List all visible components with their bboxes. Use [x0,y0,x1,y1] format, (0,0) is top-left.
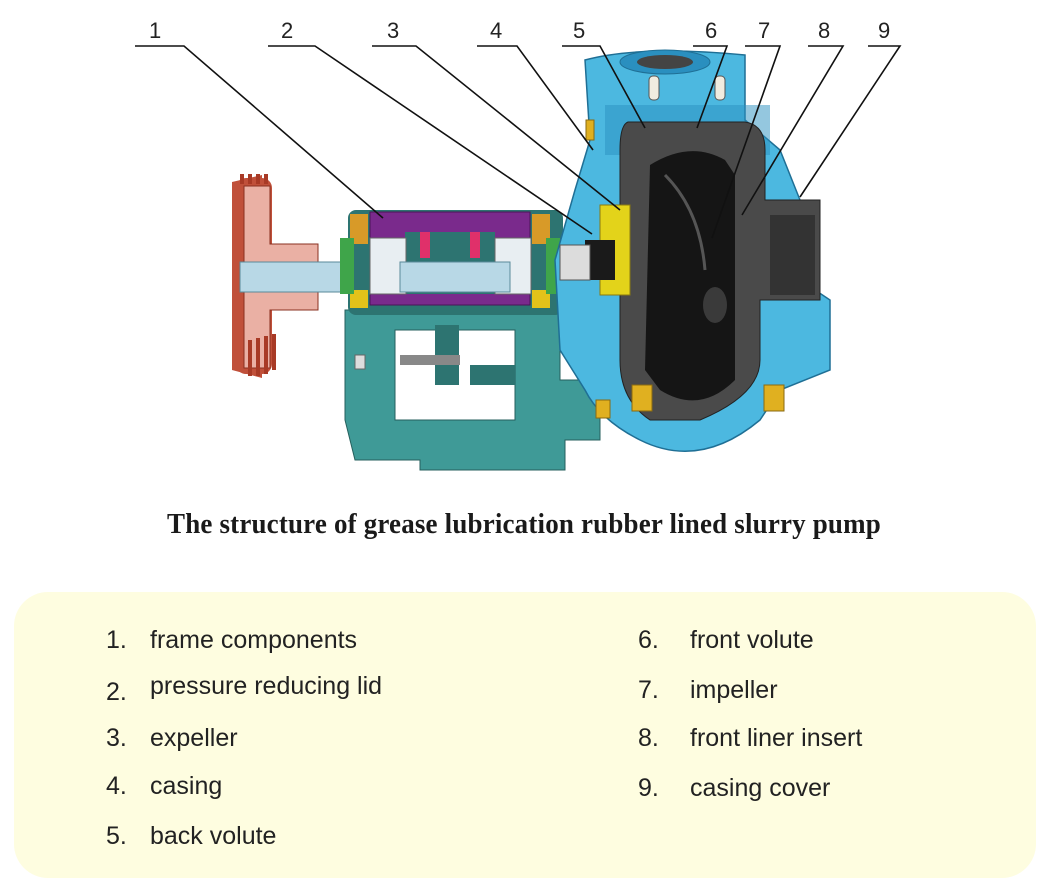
legend-item-8: 8. front liner insert [638,724,862,753]
legend-number: 5. [106,822,127,850]
legend-number: 4. [106,772,127,800]
legend-label: front liner insert [690,724,863,752]
legend-label: frame components [150,626,358,654]
callout-7: 7 [758,18,770,43]
callout-5: 5 [573,18,585,43]
legend-label: front volute [690,626,814,654]
legend-number: 7. [638,676,659,704]
callout-6: 6 [705,18,717,43]
leader-line-5 [562,45,646,129]
legend-item-1: 1. frame components [106,626,357,655]
legend-label: casing [150,772,223,800]
callout-1: 1 [149,18,161,43]
leader-line-1 [135,45,384,219]
frame-pedestal [344,309,601,471]
legend-item-6: 6. front volute [638,626,814,655]
legend-number: 8. [638,724,659,752]
callout-9: 9 [878,18,890,43]
leader-line-7 [711,45,782,239]
legend-label: casing cover [690,774,831,802]
impeller [645,151,735,401]
casing-bolts [585,119,785,419]
bearing-assembly [340,210,563,315]
legend-number: 6. [638,626,659,654]
legend-number: 2. [106,678,127,706]
legend-label: back volute [150,822,277,850]
legend-item-3: 3. expeller [106,724,238,753]
top-studs [648,75,726,101]
callout-2: 2 [281,18,293,43]
leader-line-4 [477,45,594,151]
expeller-seal [559,204,631,296]
parts-legend: 1. frame components 2. pressure reducing l… [14,592,1036,878]
legend-item-7: 7. impeller [638,676,778,705]
legend-label: expeller [150,724,238,752]
legend-label: impeller [690,676,778,704]
legend-item-4: 4. casing [106,772,222,801]
callout-3: 3 [387,18,399,43]
leader-lines [135,45,902,239]
legend-item-9: 9. casing cover [638,774,830,803]
legend-number: 9. [638,774,659,802]
leader-line-8 [741,45,845,216]
callout-8: 8 [818,18,830,43]
leader-line-9 [799,45,902,198]
legend-item-5: 5. back volute [106,822,276,851]
leader-line-2 [268,45,593,235]
legend-item-2: 2. pressure reducing lid [106,672,383,706]
pump-cutaway-diagram: 1 2 3 4 5 6 7 8 9 [135,18,902,471]
legend-number: 3. [106,724,127,752]
diagram-title: The structure of grease lubrication rubb… [167,508,881,540]
leader-line-6 [693,45,729,129]
leader-line-3 [372,45,621,211]
legend-number: 1. [106,626,127,654]
legend-label: pressure reducing lid [150,672,383,700]
callout-4: 4 [490,18,502,43]
